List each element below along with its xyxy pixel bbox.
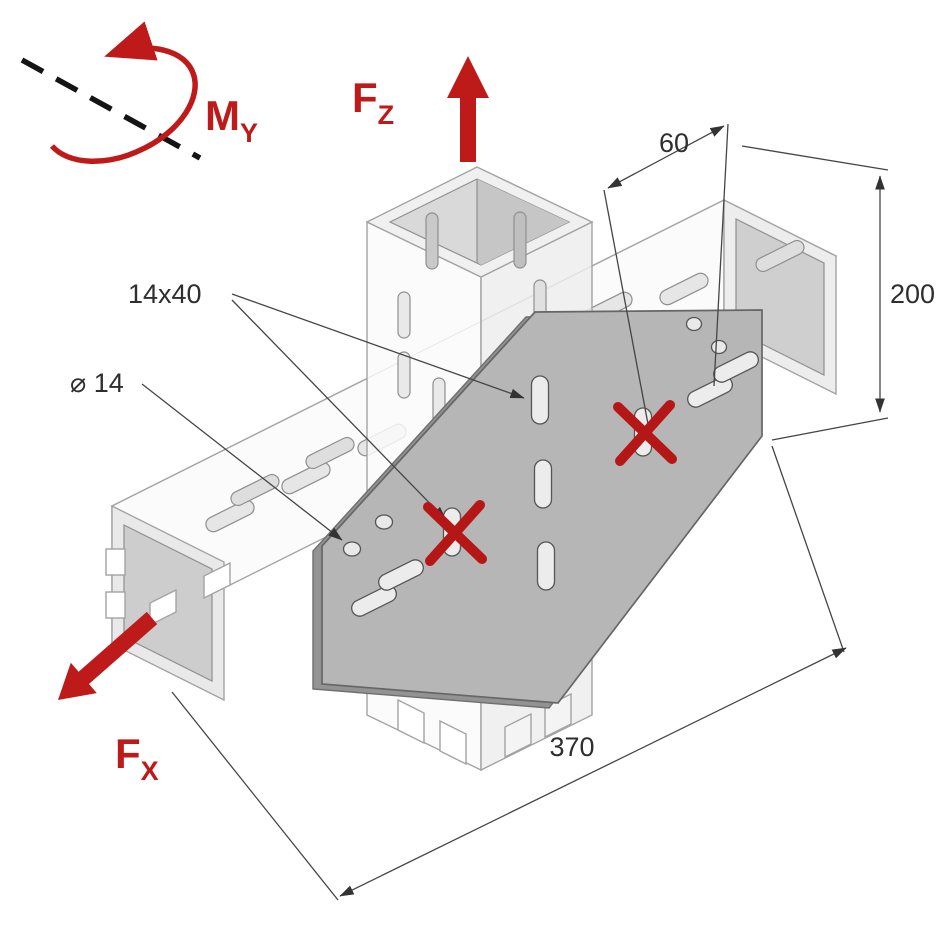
moment-axis-dashed-line (20, 57, 202, 161)
slot (281, 461, 331, 495)
slot (513, 211, 527, 269)
leader-line (231, 299, 447, 521)
plate-slot (351, 585, 397, 617)
moment-label: MY (205, 92, 258, 148)
dimension-370: 370 (171, 445, 847, 901)
plate-slot (687, 376, 733, 408)
bolt-hole (374, 514, 394, 530)
dimension-200: 200 (741, 145, 935, 441)
extension-line (713, 123, 729, 387)
moment-my: MY (20, 21, 258, 164)
moment-arc-arrow (49, 21, 198, 164)
fx-label: FX (115, 730, 159, 786)
dimension-60: 60 (603, 123, 729, 425)
plate-slot (378, 559, 424, 591)
extension-line (741, 145, 889, 171)
callout-hole-diameter: ⌀ 14 (70, 368, 343, 541)
slot (397, 291, 411, 339)
slot-size-label: 14x40 (128, 279, 202, 309)
x-mark (423, 500, 487, 566)
fz-label: FZ (352, 74, 394, 130)
beam-end-notch (105, 548, 126, 576)
excluded-hole-marks (423, 400, 677, 566)
slot (755, 239, 805, 273)
force-fx: FX (58, 611, 159, 786)
slot (659, 272, 709, 306)
bolt-hole (685, 316, 703, 332)
slot (305, 436, 355, 470)
plate-slot (533, 459, 553, 509)
extension-line (171, 691, 339, 901)
bolt-hole (710, 339, 728, 355)
callout-slot-size: 14x40 (128, 279, 525, 521)
hole-diameter-label: ⌀ 14 (70, 368, 124, 398)
beam-bottom-notch (149, 588, 177, 627)
beam-end-notch (105, 591, 126, 619)
slot (205, 499, 255, 533)
extension-line (771, 417, 889, 441)
leader-line (231, 293, 525, 399)
beam-bottom-notch (203, 561, 231, 600)
dimension-label-200: 200 (890, 279, 935, 309)
extension-line (771, 445, 845, 653)
fz-arrow (447, 56, 489, 162)
bolt-hole (342, 541, 362, 557)
plate-slot (536, 541, 556, 591)
slot (425, 212, 439, 270)
plate-slot (530, 375, 550, 425)
extension-line (603, 189, 649, 425)
fx-arrow (58, 611, 158, 700)
dimension-line (607, 125, 725, 189)
dimension-line (339, 647, 847, 897)
leader-line (141, 383, 343, 541)
slot (397, 351, 411, 399)
dimension-label-60: 60 (659, 128, 689, 158)
x-mark (613, 400, 677, 466)
force-fz: FZ (352, 56, 489, 162)
gusset-plate (312, 309, 763, 709)
dimension-label-370: 370 (549, 732, 594, 762)
